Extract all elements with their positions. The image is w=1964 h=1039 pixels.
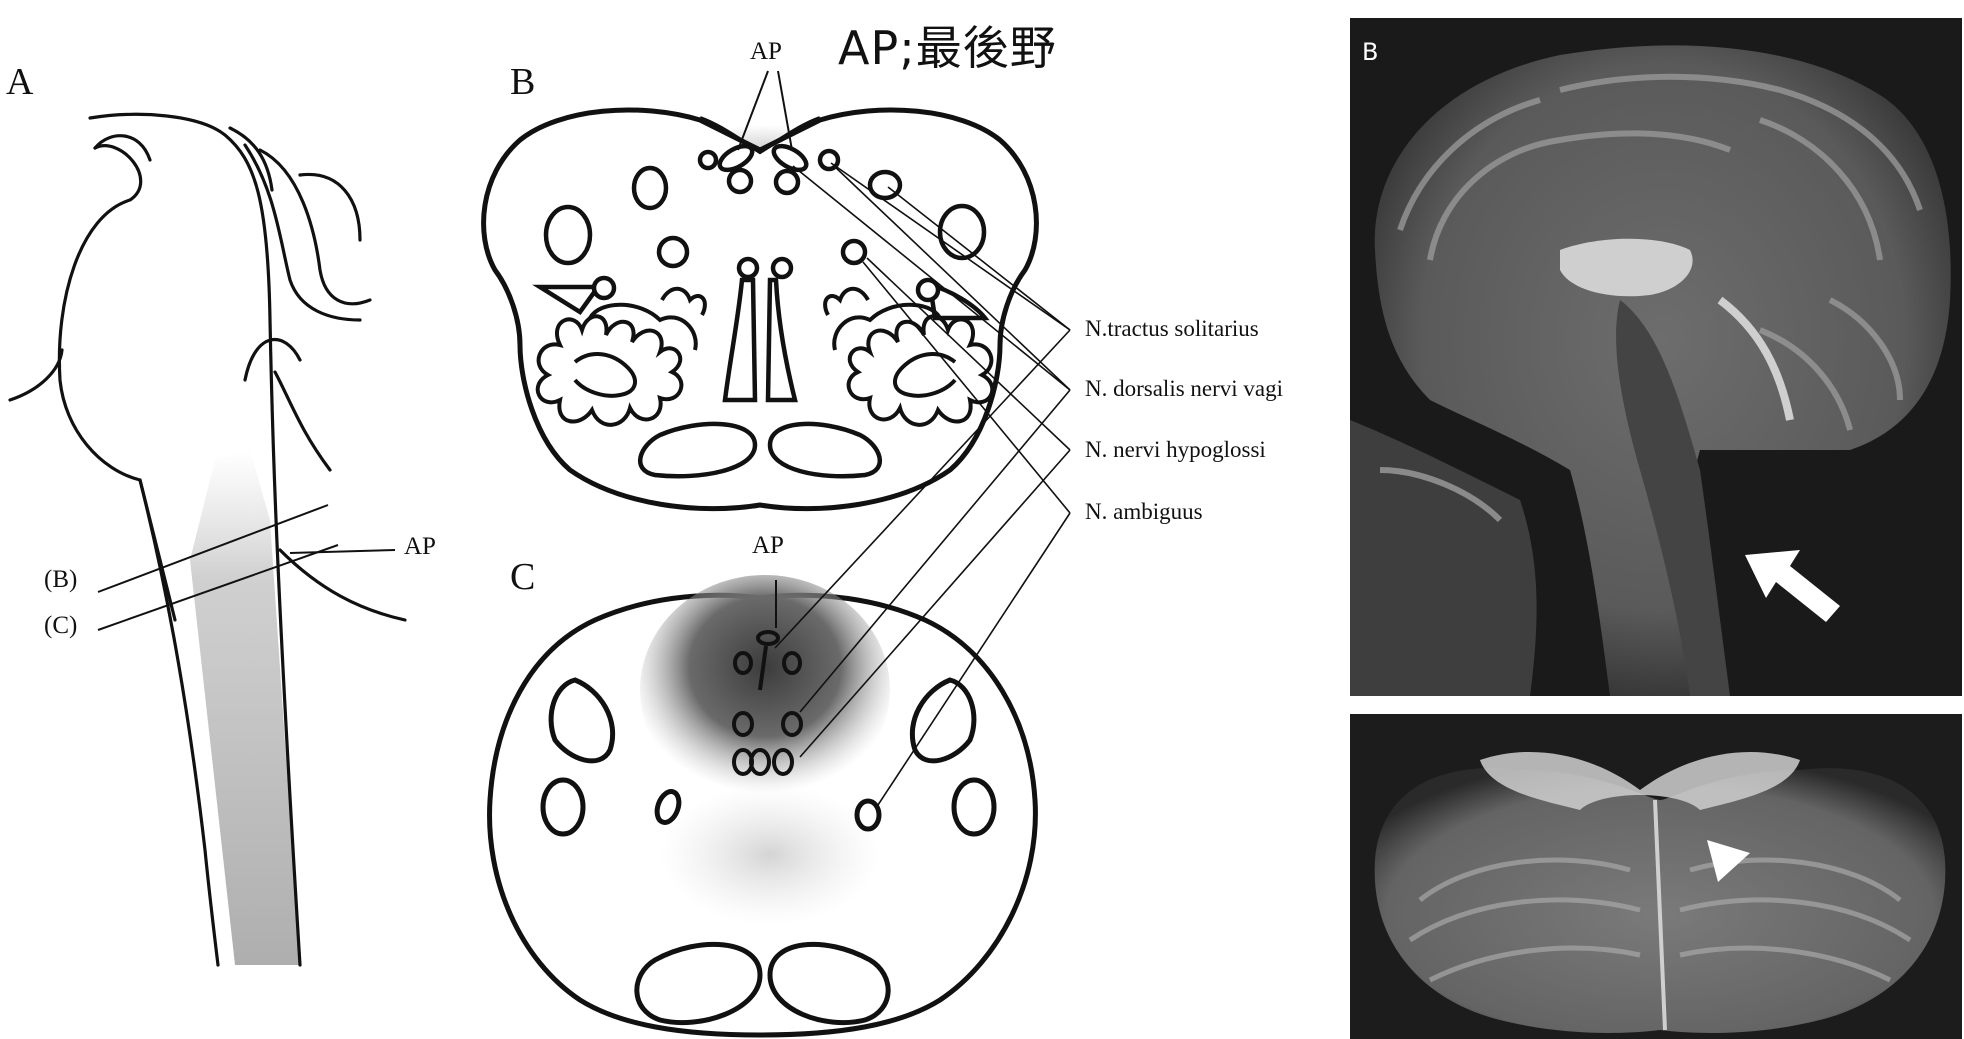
inferior-olive-right [846, 314, 995, 427]
page-title: AP;最後野 [838, 21, 1057, 75]
dorsal-vagal-nucleus-left [726, 167, 754, 195]
mri-panel-letter: B [1362, 38, 1379, 66]
slice-line-b [97, 504, 329, 593]
panel-letter-b: B [510, 61, 536, 103]
ap-pointer-b-left [737, 70, 769, 151]
medulla-posterior-outline [88, 112, 302, 967]
panel-letter-a: A [6, 61, 34, 103]
ap-label-a: AP [404, 533, 436, 560]
area-postrema-left [717, 143, 755, 173]
pyramid-c-right [767, 941, 891, 1026]
ap-label-c: AP [752, 532, 784, 559]
ap-label-b: AP [750, 38, 782, 65]
inferior-olive-left [535, 314, 684, 427]
mri-arrowhead-icon [1707, 840, 1750, 882]
nucleus-label-hypoglossal: N. nervi hypoglossi [1085, 437, 1266, 462]
slice-label-b: (B) [44, 566, 78, 593]
slice-label-c: (C) [44, 612, 78, 639]
area-postrema-right [771, 143, 809, 173]
panel-letter-c: C [510, 556, 536, 598]
medulla-anterior-outline [138, 478, 220, 967]
area-postrema-c [756, 630, 780, 646]
nucleus-label-ambiguus: N. ambiguus [1085, 499, 1203, 524]
ap-pointer-b-right [777, 70, 793, 151]
ap-pointer-a [289, 549, 396, 554]
pyramid-left [637, 421, 758, 479]
dorsal-vagal-nucleus-right [773, 168, 801, 196]
slice-line-c [97, 544, 339, 631]
pyramid-c-left [634, 941, 763, 1026]
nucleus-label-dorsal-vagus: N. dorsalis nervi vagi [1085, 376, 1284, 401]
mri-arrow-icon [1745, 550, 1840, 622]
nucleus-label-solitarius: N.tractus solitarius [1085, 316, 1259, 341]
lesion-shading-a [190, 450, 300, 965]
pyramid-right [767, 421, 883, 479]
